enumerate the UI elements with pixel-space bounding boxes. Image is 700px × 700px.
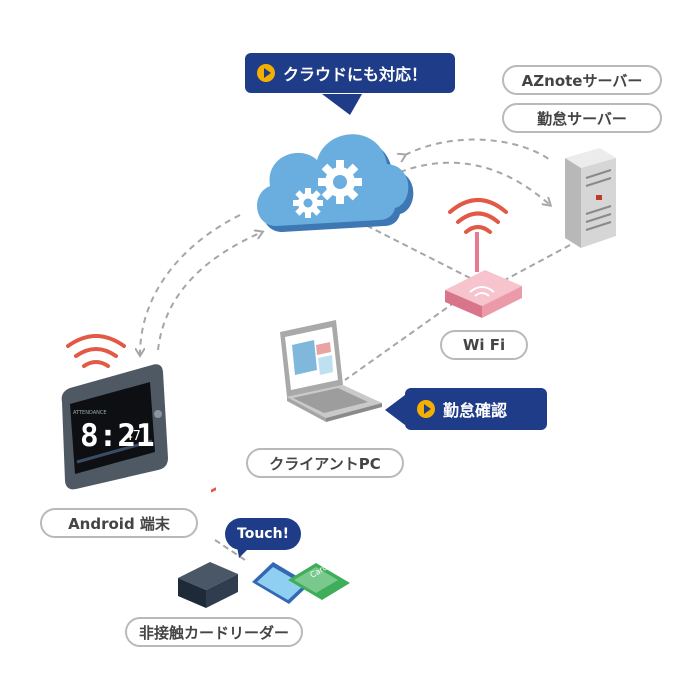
client-pc-label: クライアントPC xyxy=(246,448,404,478)
card-reader-label: 非接触カードリーダー xyxy=(125,617,303,647)
tablet-clock-time: 8:21 xyxy=(80,418,155,454)
touch-bubble-tail xyxy=(237,546,251,558)
cloud-callout-text: クラウドにも対応！ xyxy=(283,65,428,84)
smartphone-icon xyxy=(252,562,310,604)
attendance-callout-text: 勤怠確認 xyxy=(443,401,508,420)
play-icon xyxy=(257,64,275,82)
tablet-clock-seconds: 47 xyxy=(125,429,141,444)
ic-card-icon xyxy=(288,563,350,600)
attendance-callout-tail xyxy=(385,395,405,425)
touch-bubble: Touch! xyxy=(225,518,301,550)
aznote-server-label: AZnoteサーバー xyxy=(502,65,662,95)
wifi-router-icon xyxy=(445,198,522,318)
card-reader-icon xyxy=(178,487,238,608)
network-lines xyxy=(214,211,571,561)
attendance-server-label: 勤怠サーバー xyxy=(502,103,662,133)
wifi-label: Wi Fi xyxy=(440,330,528,360)
tablet-icon: ATTENDANCE xyxy=(61,364,168,490)
svg-text:ATTENDANCE: ATTENDANCE xyxy=(73,410,107,416)
play-icon xyxy=(417,400,435,418)
cloud-callout-tail xyxy=(322,94,362,115)
attendance-callout: 勤怠確認 xyxy=(405,388,547,430)
wifi-signal-icon xyxy=(66,334,126,368)
cloud-callout: クラウドにも対応！ xyxy=(245,53,455,93)
sync-arrows xyxy=(140,138,550,355)
android-device-label: Android 端末 xyxy=(40,508,198,538)
server-icon xyxy=(565,148,616,248)
cloud-gear-icon xyxy=(257,134,414,232)
laptop-icon xyxy=(280,320,382,422)
